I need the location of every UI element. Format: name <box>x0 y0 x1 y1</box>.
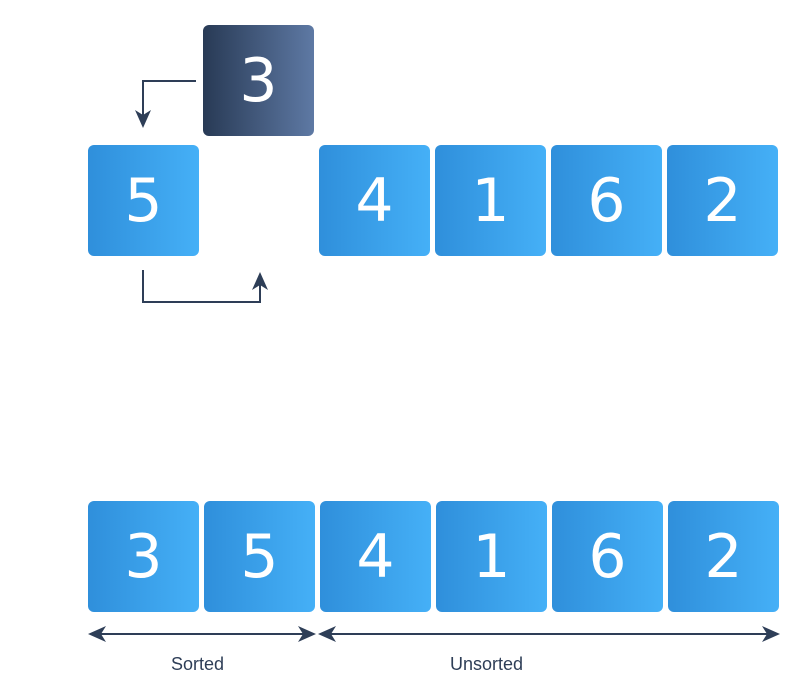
sorted-label: Sorted <box>171 654 225 674</box>
top-unsorted-value: 4 <box>355 165 394 236</box>
top-unsorted-box: 6 <box>551 145 662 256</box>
bottom-unsorted-box: 2 <box>668 501 779 612</box>
top-unsorted-value: 1 <box>471 165 510 236</box>
bottom-value: 4 <box>356 521 395 592</box>
top-unsorted-box: 2 <box>667 145 778 256</box>
insert-arrow <box>142 80 196 116</box>
bottom-value: 3 <box>124 521 163 592</box>
bottom-sorted-box: 3 <box>88 501 199 612</box>
unsorted-range-right-head <box>762 626 780 642</box>
top-unsorted-value: 6 <box>587 165 626 236</box>
shift-arrowhead <box>252 272 268 290</box>
bottom-value: 5 <box>240 521 279 592</box>
bottom-value: 2 <box>704 521 743 592</box>
bottom-unsorted-box: 6 <box>552 501 663 612</box>
bottom-unsorted-box: 1 <box>436 501 547 612</box>
picked-element-box: 3 <box>203 25 314 136</box>
top-unsorted-box: 4 <box>319 145 430 256</box>
unsorted-range-left-head <box>318 626 336 642</box>
bottom-value: 6 <box>588 521 627 592</box>
bottom-sorted-box: 5 <box>204 501 315 612</box>
picked-element-value: 3 <box>239 45 278 116</box>
unsorted-label: Unsorted <box>450 654 524 674</box>
bottom-value: 1 <box>472 521 511 592</box>
bottom-unsorted-box: 4 <box>320 501 431 612</box>
shift-arrow <box>142 270 261 303</box>
top-unsorted-value: 2 <box>703 165 742 236</box>
top-sorted-box: 5 <box>88 145 199 256</box>
insert-arrowhead <box>135 110 151 128</box>
top-sorted-value: 5 <box>124 165 163 236</box>
sorted-range-left-head <box>88 626 106 642</box>
sorted-range-right-head <box>298 626 316 642</box>
top-unsorted-box: 1 <box>435 145 546 256</box>
